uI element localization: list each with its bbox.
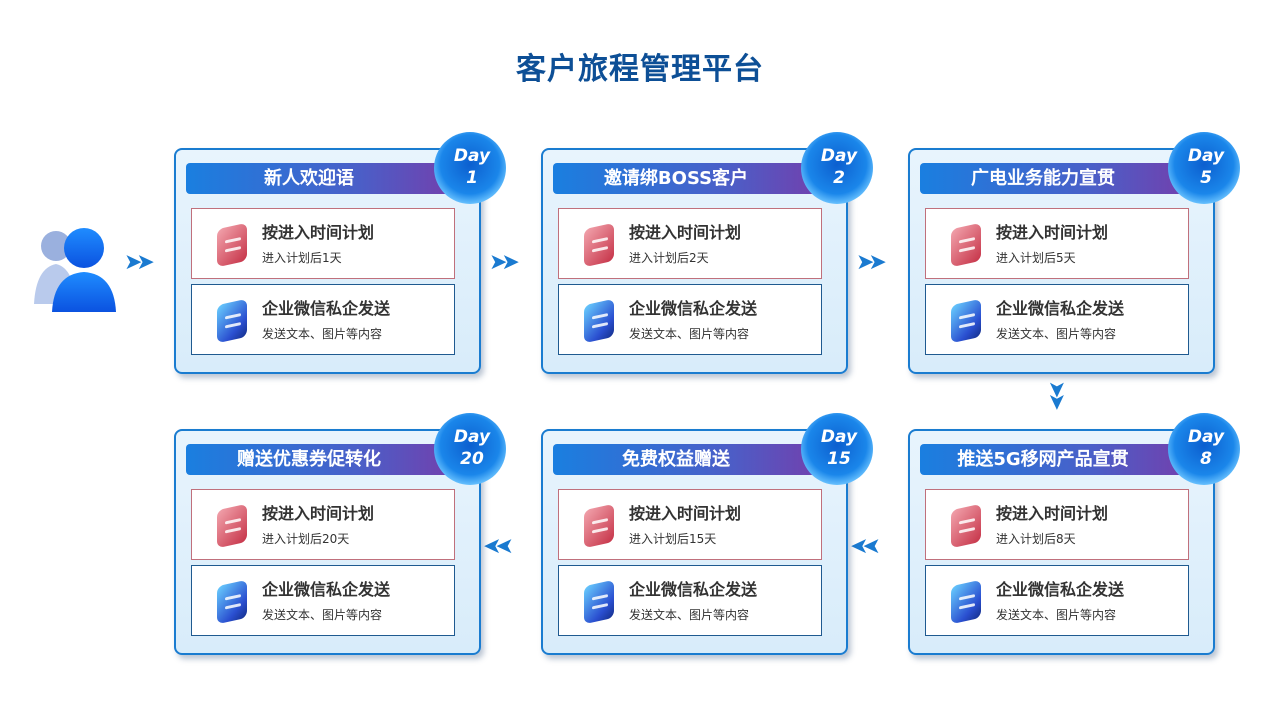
checklist-icon [584,298,614,344]
day-label: Day [453,427,491,447]
send-box[interactable]: 企业微信私企发送发送文本、图片等内容 [558,284,822,355]
schedule-desc: 进入计划后15天 [629,532,717,546]
checklist-icon [217,298,247,344]
schedule-desc: 进入计划后2天 [629,251,709,265]
schedule-box[interactable]: 按进入时间计划进入计划后20天 [191,489,455,560]
send-title: 企业微信私企发送 [629,580,758,599]
send-desc: 发送文本、图片等内容 [262,608,383,622]
schedule-desc: 进入计划后8天 [996,532,1076,546]
day-label: Day [453,146,491,166]
day-number: 20 [460,449,484,469]
send-desc: 发送文本、图片等内容 [996,608,1117,622]
checklist-icon [951,503,981,549]
checklist-icon [217,222,247,268]
arrow-left-icon: ➤➤ [489,534,514,559]
day-number: 1 [466,168,478,188]
step-title: 广电业务能力宣贯 [920,163,1206,194]
schedule-title: 按进入时间计划 [996,223,1109,242]
send-box[interactable]: 企业微信私企发送发送文本、图片等内容 [191,565,455,636]
send-desc: 发送文本、图片等内容 [996,327,1117,341]
day-number: 2 [833,168,845,188]
checklist-icon [584,579,614,625]
day-label: Day [1187,146,1225,166]
schedule-title: 按进入时间计划 [629,223,742,242]
send-title: 企业微信私企发送 [262,580,391,599]
send-desc: 发送文本、图片等内容 [629,327,750,341]
schedule-title: 按进入时间计划 [262,223,375,242]
step-title: 免费权益赠送 [553,444,839,475]
send-desc: 发送文本、图片等内容 [262,327,383,341]
send-box[interactable]: 企业微信私企发送发送文本、图片等内容 [558,565,822,636]
send-title: 企业微信私企发送 [996,299,1125,318]
schedule-desc: 进入计划后1天 [262,251,342,265]
send-box[interactable]: 企业微信私企发送发送文本、图片等内容 [925,284,1189,355]
schedule-desc: 进入计划后5天 [996,251,1076,265]
checklist-icon [951,579,981,625]
arrow-right-icon: ➤➤ [489,250,520,275]
arrow-left-icon: ➤➤ [856,534,881,559]
arrow-right-icon: ➤➤ [856,250,887,275]
schedule-box[interactable]: 按进入时间计划进入计划后15天 [558,489,822,560]
checklist-icon [584,503,614,549]
step-title: 新人欢迎语 [186,163,472,194]
schedule-title: 按进入时间计划 [629,504,742,523]
day-label: Day [820,146,858,166]
checklist-icon [217,503,247,549]
day-number: 8 [1200,449,1212,469]
send-title: 企业微信私企发送 [629,299,758,318]
schedule-desc: 进入计划后20天 [262,532,350,546]
schedule-title: 按进入时间计划 [996,504,1109,523]
checklist-icon [951,298,981,344]
send-title: 企业微信私企发送 [996,580,1125,599]
day-label: Day [820,427,858,447]
schedule-box[interactable]: 按进入时间计划进入计划后5天 [925,208,1189,279]
checklist-icon [217,579,247,625]
day-number: 15 [827,449,851,469]
schedule-box[interactable]: 按进入时间计划进入计划后1天 [191,208,455,279]
send-box[interactable]: 企业微信私企发送发送文本、图片等内容 [191,284,455,355]
schedule-title: 按进入时间计划 [262,504,375,523]
checklist-icon [584,222,614,268]
customer-avatar-icon [34,228,116,312]
page-title: 客户旅程管理平台 [516,52,764,87]
schedule-box[interactable]: 按进入时间计划进入计划后8天 [925,489,1189,560]
send-box[interactable]: 企业微信私企发送发送文本、图片等内容 [925,565,1189,636]
schedule-box[interactable]: 按进入时间计划进入计划后2天 [558,208,822,279]
send-desc: 发送文本、图片等内容 [629,608,750,622]
arrow-right-icon: ➤➤ [124,250,155,275]
step-title: 推送5G移网产品宣贯 [920,444,1206,475]
send-title: 企业微信私企发送 [262,299,391,318]
checklist-icon [951,222,981,268]
day-label: Day [1187,427,1225,447]
day-number: 5 [1200,168,1212,188]
step-title: 邀请绑BOSS客户 [553,163,839,194]
step-title: 赠送优惠券促转化 [186,444,472,475]
arrow-down-icon: ➤➤ [1043,380,1069,405]
